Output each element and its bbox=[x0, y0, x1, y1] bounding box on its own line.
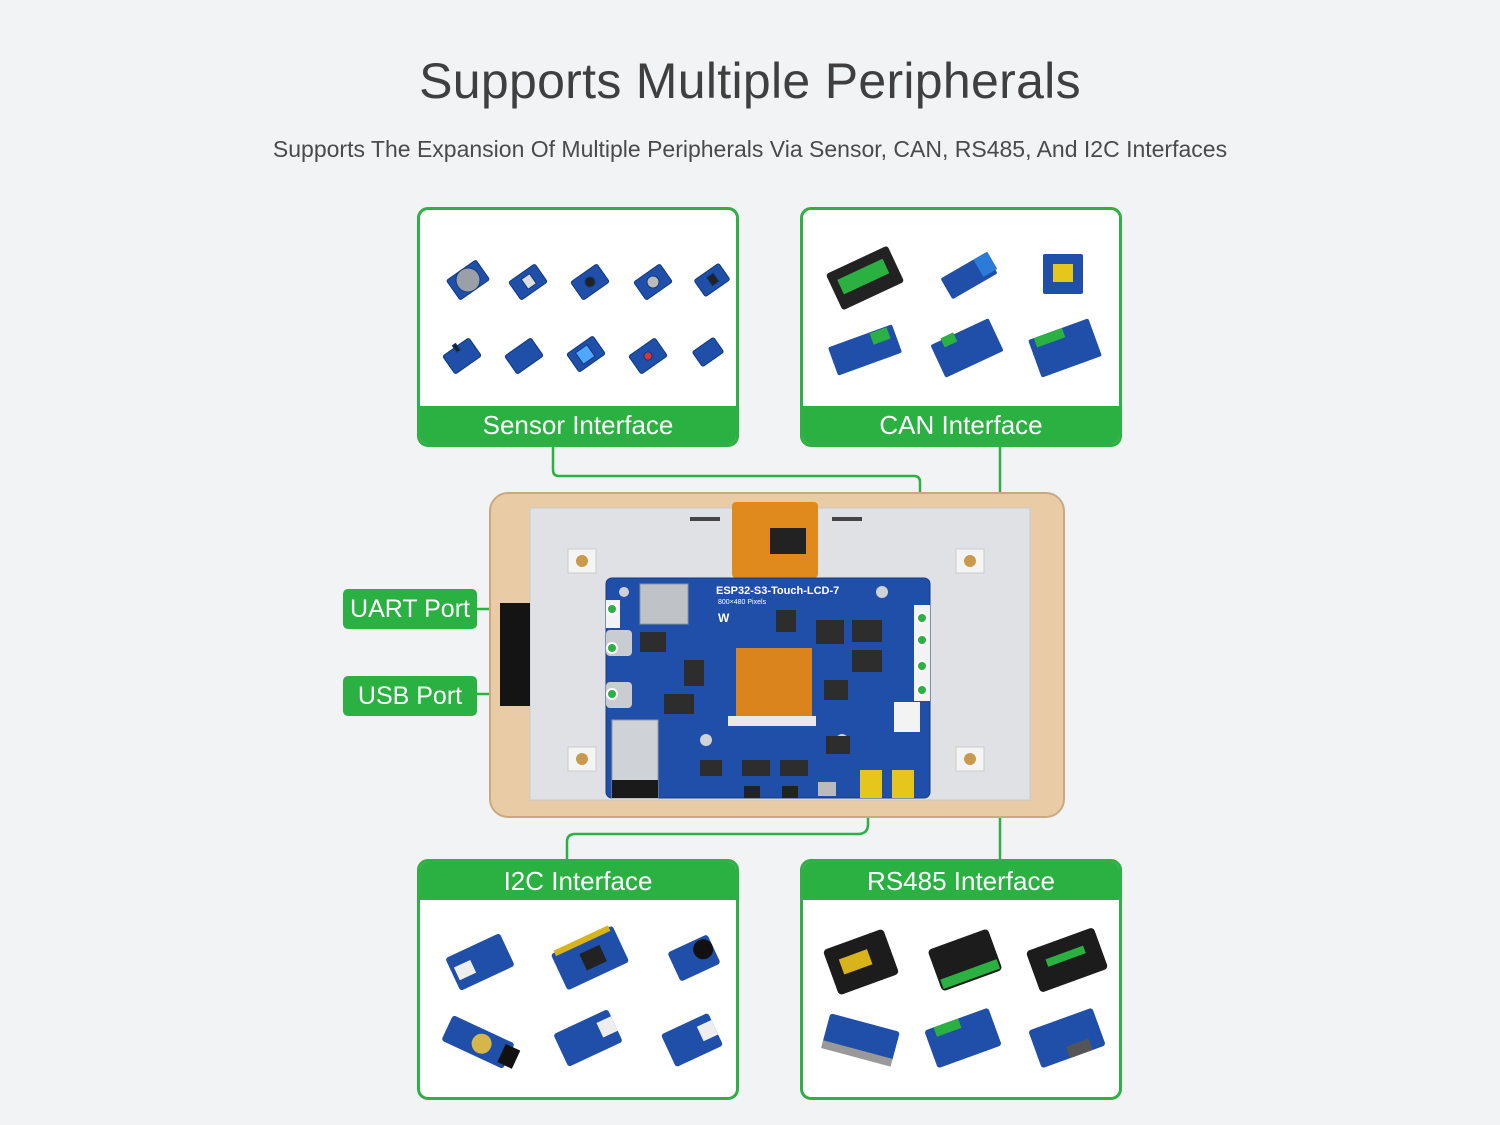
i2c-dot bbox=[916, 660, 928, 672]
page-subtitle: Supports The Expansion Of Multiple Perip… bbox=[272, 136, 1228, 162]
can-dot bbox=[916, 634, 928, 646]
usb-port-tag: USB Port bbox=[343, 676, 477, 716]
board-resolution: 800×480 Pixels bbox=[718, 599, 767, 606]
i2c-modules-image bbox=[442, 925, 723, 1069]
can-modules-image bbox=[826, 246, 1102, 378]
usb-dot bbox=[606, 688, 618, 700]
sensor-connector-line bbox=[551, 446, 922, 618]
right-header bbox=[914, 605, 930, 701]
sd-slot bbox=[639, 583, 689, 625]
board-name: ESP32-S3-Touch-LCD-7 bbox=[716, 585, 839, 597]
rs485-modules-image bbox=[821, 928, 1108, 1068]
side-connector bbox=[500, 603, 530, 706]
rs485-dot bbox=[916, 684, 928, 696]
i2c-connector-line bbox=[565, 674, 922, 860]
sensor-modules-image bbox=[442, 260, 730, 374]
standoffs bbox=[567, 548, 985, 772]
fpc-center bbox=[736, 648, 812, 720]
rs485-interface-label: RS485 Interface bbox=[803, 862, 1119, 900]
i2c-interface-label: I2C Interface bbox=[420, 862, 736, 900]
sensor-interface-label: Sensor Interface bbox=[420, 406, 736, 444]
sensor-dot bbox=[916, 612, 928, 624]
can-interface-label: CAN Interface bbox=[803, 406, 1119, 444]
rs485-interface-panel: RS485 Interface bbox=[800, 859, 1122, 1100]
i2c-interface-panel: I2C Interface bbox=[417, 859, 739, 1100]
can-interface-panel: CAN Interface bbox=[800, 207, 1122, 447]
uart-dot bbox=[606, 603, 618, 615]
sensor-interface-panel: Sensor Interface bbox=[417, 207, 739, 447]
page-title: Supports Multiple Peripherals bbox=[419, 53, 1081, 109]
waveshare-logo: W bbox=[718, 611, 730, 625]
uart-port-tag: UART Port bbox=[343, 589, 477, 629]
